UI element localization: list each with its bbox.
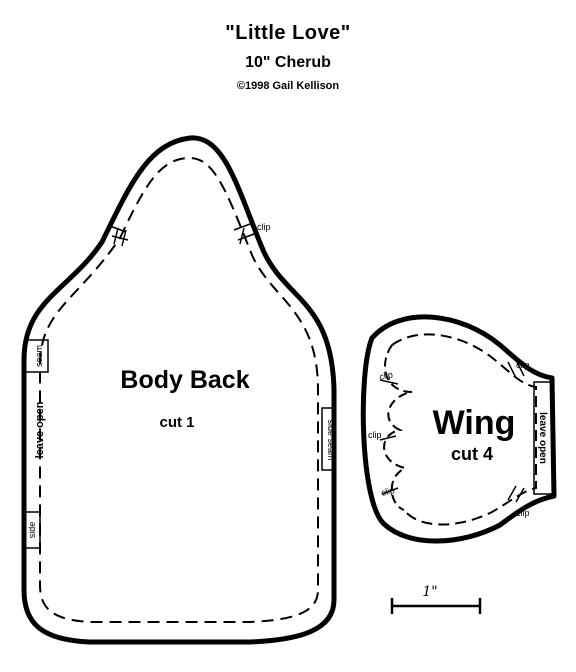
side-seam-label: side seam bbox=[326, 419, 336, 460]
side-label: side bbox=[27, 522, 37, 539]
pattern-subtitle: 10" Cherub bbox=[245, 54, 331, 71]
wing-piece: Wing cut 4 clip clip clip clip clip leav… bbox=[360, 314, 557, 544]
wing-clip-label-left-3: clip bbox=[380, 485, 396, 498]
wing-seam-line bbox=[391, 333, 537, 526]
seam-mark-lower bbox=[26, 511, 41, 549]
clip-notch-left bbox=[109, 225, 129, 247]
wing-outline bbox=[360, 314, 557, 544]
wing-clip-label-top-right: clip bbox=[516, 360, 530, 370]
wing-leave-open-mark bbox=[533, 381, 552, 495]
pattern-title: "Little Love" bbox=[225, 22, 351, 44]
wing-cut: cut 4 bbox=[451, 444, 493, 464]
wing-clip-label-left-2: clip bbox=[368, 430, 382, 440]
wing-clip-label-left-1: clip bbox=[378, 369, 393, 382]
body-back-piece: Body Back cut 1 clip seam leave open sid… bbox=[21, 135, 337, 645]
wing-feather-scallops bbox=[383, 344, 413, 511]
seam-mark-upper bbox=[26, 339, 49, 373]
body-back-clip-label: clip bbox=[257, 222, 271, 232]
body-back-outline bbox=[21, 135, 337, 645]
wing-leave-open-label: leave open bbox=[537, 412, 548, 464]
scale-bar: 1" bbox=[390, 584, 482, 614]
leave-open-label: leave open bbox=[34, 401, 46, 458]
seam-label: seam bbox=[34, 345, 44, 367]
wing-clip-notches bbox=[379, 359, 525, 503]
scale-label: 1" bbox=[422, 584, 437, 600]
body-back-cut: cut 1 bbox=[159, 414, 194, 431]
body-back-seam-line bbox=[39, 156, 319, 623]
side-seam-mark bbox=[321, 407, 332, 471]
copyright-line: ©1998 Gail Kellison bbox=[236, 80, 340, 92]
body-back-name: Body Back bbox=[120, 366, 249, 394]
wing-name: Wing bbox=[433, 404, 516, 442]
clip-notch-right bbox=[233, 223, 255, 245]
wing-clip-label-bottom-right: clip bbox=[516, 508, 530, 518]
